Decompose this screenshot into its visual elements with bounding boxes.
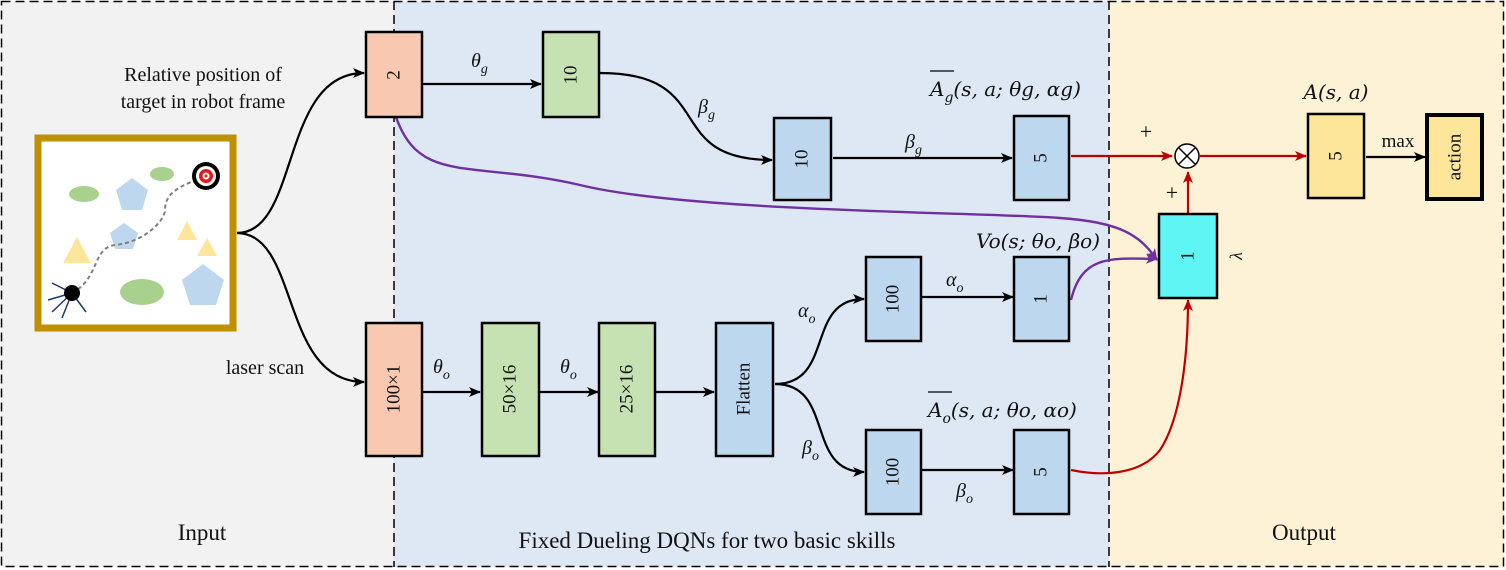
beta-o-label-2: βo: [955, 480, 973, 507]
alpha-o-label-1: αo: [798, 300, 816, 327]
goal-hidden-block: 10: [541, 30, 601, 119]
arrow-goal-to-lambda: [394, 116, 1158, 261]
obs-advantage-block: 5: [1012, 428, 1071, 516]
beta-o-label-1: βo: [801, 437, 819, 464]
theta-g-label: θg: [471, 50, 488, 77]
arrow-flatten-to-adv: [774, 382, 865, 477]
obs-adv-hidden-block: 100: [864, 428, 923, 516]
a-formula: A(s, a): [1302, 80, 1369, 104]
obs-value-text: 1: [1031, 294, 1052, 304]
goal-hidden2-text: 10: [792, 150, 813, 169]
arrow-env-to-goal: [236, 68, 365, 235]
conv2-text: 25×16: [617, 365, 638, 414]
alpha-o-label-2: αo: [946, 269, 964, 296]
plus-top-sign: +: [1140, 119, 1152, 144]
arrow-hidden-to-hidden2: [599, 71, 773, 165]
dqn-section: [394, 1, 1109, 567]
output-advantage-block: 5: [1306, 112, 1366, 200]
goal-advantage-block: 5: [1012, 114, 1071, 202]
goal-advantage-text: 5: [1031, 153, 1052, 163]
ag-formula: Ag(s, a; θg, αg): [928, 77, 1081, 106]
flatten-block: Flatten: [714, 321, 775, 458]
max-label: max: [1382, 131, 1415, 152]
conv2-block: 25×16: [597, 321, 657, 458]
obs-value-hidden-text: 100: [883, 285, 904, 314]
arrow-env-to-laser: [236, 231, 365, 387]
goal-input-block: 2: [364, 30, 424, 119]
flatten-text: Flatten: [734, 362, 755, 415]
lambda-block: 1: [1157, 212, 1219, 300]
arrow-obs-adv-to-lambda: [1070, 299, 1193, 475]
goal-input-text: 2: [384, 70, 405, 80]
action-text: action: [1445, 133, 1466, 180]
arrow-flatten-to-value: [774, 294, 865, 386]
sum-node-icon: [1174, 143, 1200, 169]
output-advantage-text: 5: [1326, 151, 1347, 161]
laser-input-text: 100×1: [384, 365, 405, 414]
obs-value-block: 1: [1012, 255, 1071, 343]
obs-advantage-text: 5: [1031, 467, 1052, 477]
laser-scan-label: laser scan: [226, 357, 304, 379]
vo-formula: Vo(s; θo, βo): [976, 229, 1100, 253]
input-section-label: Input: [178, 520, 227, 545]
conv1-text: 50×16: [500, 365, 521, 414]
target-label-line1: Relative position of: [124, 64, 282, 86]
plus-side-sign: +: [1166, 180, 1178, 205]
theta-o-label-2: θo: [560, 356, 577, 383]
beta-g-label-1: βg: [697, 96, 715, 123]
obs-adv-hidden-text: 100: [883, 458, 904, 487]
laser-input-block: 100×1: [364, 321, 424, 458]
obs-value-hidden-block: 100: [864, 255, 923, 343]
conv1-block: 50×16: [480, 321, 541, 458]
environment-icon: [34, 134, 237, 332]
beta-g-label-2: βg: [904, 131, 922, 158]
lambda-symbol: λ: [1226, 252, 1246, 261]
dqn-section-label: Fixed Dueling DQNs for two basic skills: [519, 528, 896, 553]
theta-o-label-1: θo: [433, 356, 450, 383]
goal-hidden2-block: 10: [772, 116, 833, 202]
ao-formula: Ao(s, a; θo, αo): [926, 398, 1077, 427]
lambda-block-text: 1: [1178, 251, 1199, 261]
target-label-line2: target in robot frame: [121, 91, 286, 113]
action-block: action: [1425, 113, 1484, 201]
output-section-label: Output: [1272, 520, 1337, 545]
goal-hidden-text: 10: [561, 66, 582, 85]
arrow-value-to-lambda: [1069, 253, 1158, 301]
